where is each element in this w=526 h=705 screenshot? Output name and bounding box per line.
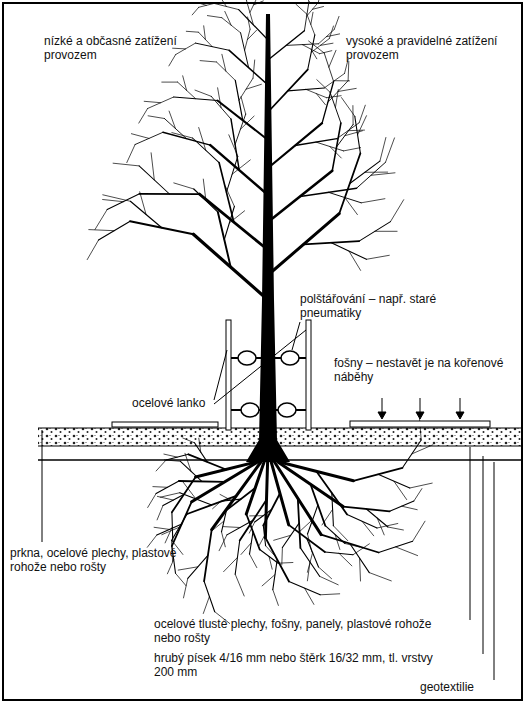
load-arrows: [378, 398, 464, 419]
planks: [112, 421, 490, 427]
leader-lines: [42, 322, 494, 680]
callout-label: ocelové tlusté plechy, fošny, panely, pl…: [154, 617, 454, 645]
frame: [3, 3, 522, 700]
callout-label: vysoké a pravidelné zatížení provozem: [346, 34, 511, 62]
callout-label: polštářování – např. staré pneumatiky: [300, 292, 470, 320]
callout-label: geotextilie: [420, 680, 510, 694]
tyre-padding: [231, 351, 306, 417]
callout-label: ocelové lanko: [132, 396, 222, 410]
callout-label: hrubý písek 4/16 mm nebo štěrk 16/32 mm,…: [154, 651, 454, 679]
callout-label: nízké a občasné zatížení provozem: [44, 34, 184, 62]
callout-label: fošny – nestavět je na kořenové náběhy: [334, 356, 514, 384]
tree-drawing: [87, 0, 433, 623]
callout-label: prkna, ocelové plechy, plastové rohože n…: [10, 546, 180, 574]
